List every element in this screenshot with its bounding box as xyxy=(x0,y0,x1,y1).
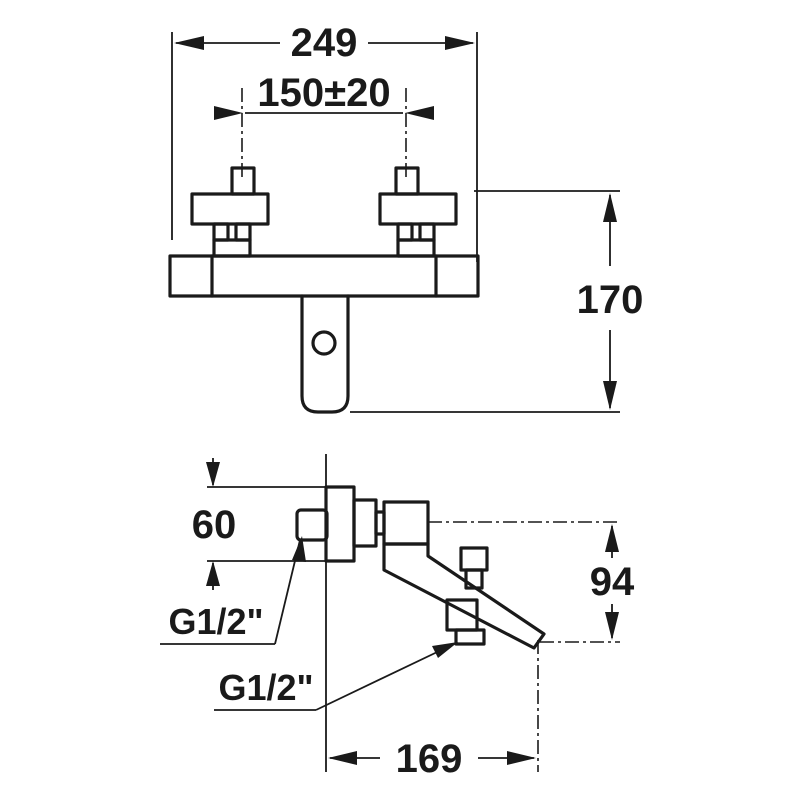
side-view: 60 xyxy=(160,454,635,781)
diverter-knob xyxy=(459,546,489,590)
dimension-outlet-drop: 94 xyxy=(590,524,635,640)
aerator-circle xyxy=(311,330,337,356)
thread-label-inlet: G1/2" xyxy=(168,601,263,642)
inlet-nipple xyxy=(295,508,329,542)
dimension-label-249: 249 xyxy=(291,21,358,65)
dimension-projection: 169 xyxy=(328,737,536,781)
mixer-body xyxy=(168,254,480,298)
dimension-inlet-spacing: 150±20 xyxy=(214,71,434,120)
dimension-inlet-height: 60 xyxy=(192,458,237,590)
thread-label-outlet: G1/2" xyxy=(218,667,313,708)
leader-outlet-thread: G1/2" xyxy=(214,642,458,711)
dimension-overall-width: 249 xyxy=(174,21,475,65)
leader-inlet-thread: G1/2" xyxy=(160,536,306,645)
mixer-body-side xyxy=(382,500,430,546)
dimension-overall-height: 170 xyxy=(577,193,644,410)
dimension-label-170: 170 xyxy=(577,278,644,322)
left-inlet-connector xyxy=(190,166,270,258)
front-view: 249 150±20 xyxy=(168,21,644,414)
dimension-label-60: 60 xyxy=(192,503,237,547)
dimension-label-94: 94 xyxy=(590,560,635,604)
spout-front xyxy=(300,294,350,414)
spout-side xyxy=(382,542,546,650)
shower-outlet xyxy=(445,598,486,646)
right-inlet-connector xyxy=(378,166,458,258)
dimension-label-150: 150±20 xyxy=(257,71,390,115)
dimension-label-169: 169 xyxy=(396,737,463,781)
wall-flange xyxy=(324,485,386,563)
